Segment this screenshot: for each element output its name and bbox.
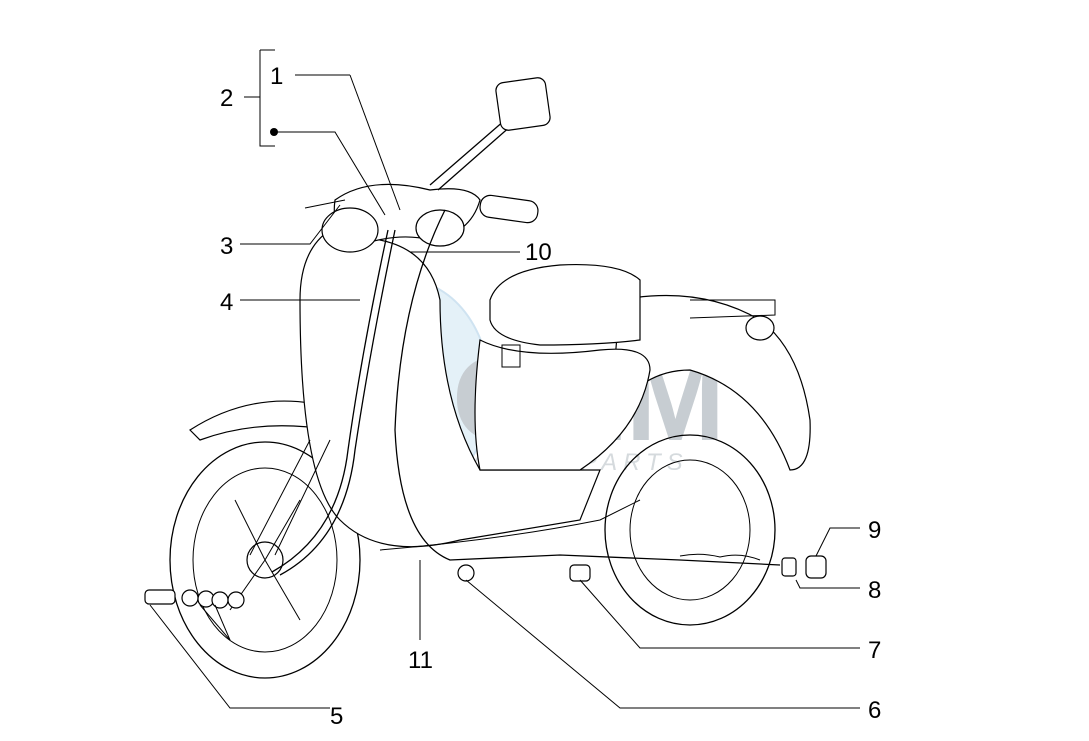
floorboard [379, 499, 641, 551]
adjuster-8 [781, 557, 797, 577]
left-lever [304, 199, 346, 209]
front-wheel [169, 441, 361, 679]
callout-6: 6 [868, 697, 881, 724]
callout-4: 4 [220, 289, 233, 316]
callout-5: 5 [330, 703, 343, 730]
mirror [495, 77, 551, 131]
nut-9 [805, 555, 827, 579]
rear-wheel [604, 434, 776, 626]
side-panel [474, 339, 651, 471]
clip-7 [569, 564, 591, 582]
callout-2: 2 [220, 85, 233, 112]
clip-6 [457, 564, 475, 582]
scooter-drawing [144, 77, 827, 679]
callout-11: 11 [408, 647, 433, 674]
bolt-5 [144, 589, 176, 605]
leader-lines [149, 49, 860, 709]
cable-front [279, 229, 396, 576]
callout-7: 7 [868, 637, 881, 664]
right-grip [479, 194, 539, 224]
callout-3: 3 [220, 233, 233, 260]
callout-8: 8 [868, 577, 881, 604]
callouts: 1 2 3 4 5 6 7 8 9 10 11 [220, 63, 881, 730]
rear-carrier [689, 299, 776, 319]
callout-1: 1 [270, 63, 283, 90]
seat [489, 264, 641, 346]
callout-9: 9 [868, 517, 881, 544]
mirror-stem [429, 119, 506, 186]
cable-rear [394, 209, 781, 566]
callout-10: 10 [525, 239, 552, 266]
headlight [321, 207, 379, 253]
